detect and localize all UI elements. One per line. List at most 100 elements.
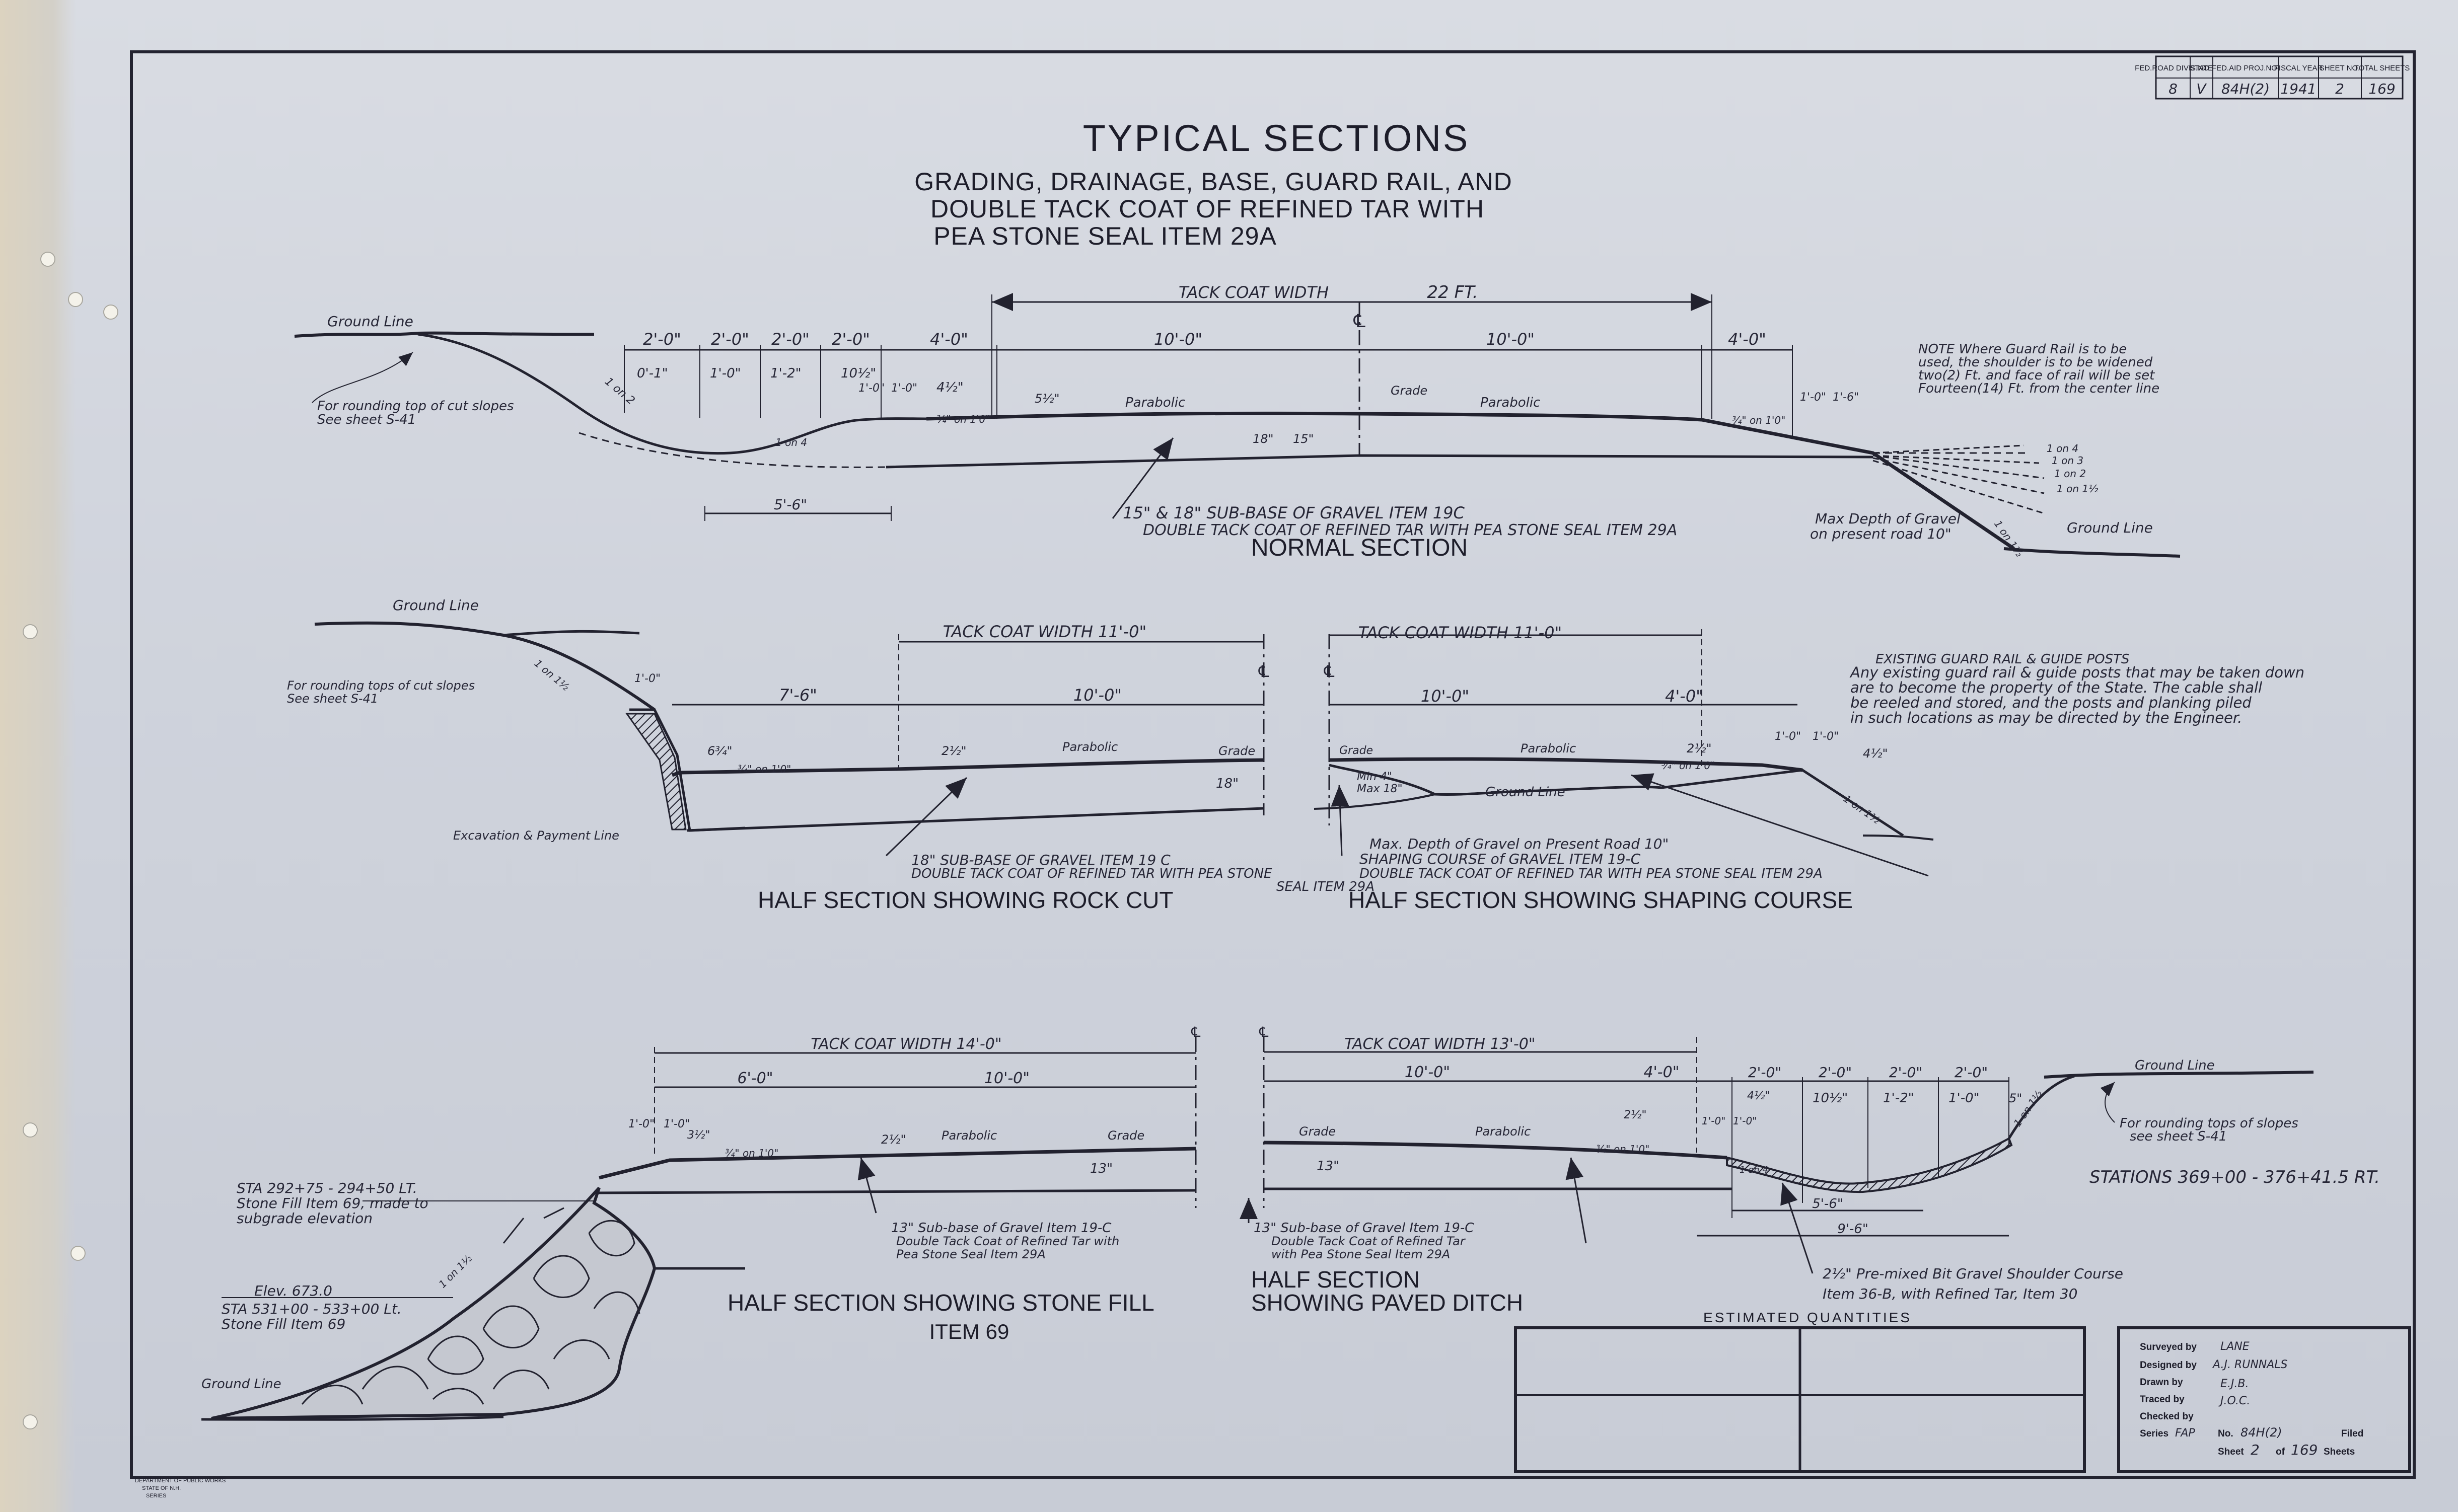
rock-round-2: See sheet S-41 <box>287 692 378 706</box>
shaping-ground: Ground Line <box>1485 785 1565 800</box>
normal-note-3: two(2) Ft. and face of rail will be set <box>1918 368 2155 383</box>
stone-centerline-mark: ℄ <box>1189 1024 1202 1040</box>
ditch-tack-label: TACK COAT WIDTH 13'-0" <box>1344 1035 1535 1053</box>
shaping-dim-1: 10'-0" <box>1421 687 1469 706</box>
shaping-centerline-mark: ℄ <box>1322 662 1337 681</box>
normal-note-1: NOTE Where Guard Rail is to be <box>1918 342 2127 357</box>
normal-slope-2: ¾" on 1'0" <box>1732 414 1785 426</box>
shaping-s2: 4½" <box>1863 746 1888 761</box>
ditch-small-6: 2½" <box>1624 1109 1646 1121</box>
stone-fill-rocks <box>301 1207 640 1405</box>
shaping-note-2: SHAPING COURSE of GRAVEL ITEM 19-C <box>1359 851 1641 867</box>
normal-small-7: 4½" <box>936 380 964 395</box>
tb-sheet: Sheet <box>2218 1447 2244 1457</box>
guard-note-1: Any existing guard rail & guide posts th… <box>1849 664 2304 681</box>
normal-small-3: 1'-2" <box>770 366 802 381</box>
tb-no: No. <box>2218 1428 2233 1439</box>
rock-note-2: DOUBLE TACK COAT OF REFINED TAR WITH PEA… <box>911 866 1272 881</box>
normal-small-2: 1'-0" <box>710 366 741 381</box>
guard-note-3: be reeled and stored, and the posts and … <box>1850 694 2252 711</box>
rock-parabolic: Parabolic <box>1062 740 1118 754</box>
shaping-dim-4: 1'-0" <box>1813 730 1839 743</box>
stone-sta-1b: Stone Fill Item 69, made to <box>237 1195 428 1212</box>
rock-d18: 18" <box>1216 776 1239 791</box>
ditch-round-2: see sheet S-41 <box>2130 1129 2227 1144</box>
normal-depth-15: 15" <box>1293 432 1314 446</box>
header-col-4: FISCAL YEAR <box>2274 64 2323 72</box>
ditch-small-4: 1'-0" <box>1948 1091 1980 1106</box>
ditch-small-5: 5" <box>2009 1091 2022 1105</box>
normal-centerline-mark: ℄ <box>1351 311 1367 332</box>
sheet-header-table: FED.ROAD DIVIS.NO. STATE FED.AID PROJ.NO… <box>2135 55 2410 100</box>
normal-small-10: 1'-6" <box>1833 391 1859 404</box>
stone-dim-4: 1'-0" <box>664 1118 690 1130</box>
stone-s2: 2½" <box>881 1132 906 1147</box>
punch-hole <box>103 305 118 320</box>
normal-parabolic-1: Parabolic <box>1125 395 1185 410</box>
normal-slope-label-3: 1 on 4 <box>2047 442 2078 455</box>
stone-parabolic: Parabolic <box>942 1128 997 1143</box>
tb-of-value: 169 <box>2291 1442 2318 1458</box>
ditch-small-8: 1'-0" <box>1733 1115 1757 1127</box>
normal-small-1: 0'-1" <box>637 366 668 381</box>
rock-note-1: 18" SUB-BASE OF GRAVEL ITEM 19 C <box>911 852 1171 868</box>
stone-note-2: Double Tack Coat of Refined Tar with <box>896 1234 1119 1248</box>
stations-label: STATIONS 369+00 - 376+41.5 RT. <box>2089 1167 2380 1187</box>
punch-hole <box>23 1414 38 1429</box>
stamp-line-3: SERIES <box>146 1493 166 1499</box>
normal-maxdepth-1: Max Depth of Gravel <box>1815 510 1961 527</box>
stamp-line-1: DEPARTMENT OF PUBLIC WORKS <box>135 1478 226 1484</box>
sheet-left-edge <box>0 0 76 1512</box>
stone-section-label-1: HALF SECTION SHOWING STONE FILL <box>728 1290 1154 1316</box>
stone-elev: Elev. 673.0 <box>254 1282 332 1299</box>
normal-dim-6: 10'-0" <box>1154 330 1202 349</box>
ditch-dim-1: 10'-0" <box>1405 1064 1450 1081</box>
shaping-max: Max 18" <box>1357 783 1403 795</box>
normal-dim-3: 2'-0" <box>771 330 810 349</box>
normal-depth-18: 18" <box>1253 432 1274 446</box>
stone-slope: 1 on 1½ <box>437 1252 475 1291</box>
header-val-5: 2 <box>2335 81 2344 97</box>
normal-tack-value: 22 FT. <box>1427 282 1478 303</box>
guard-note-4: in such locations as may be directed by … <box>1850 709 2242 726</box>
normal-round-note-1: For rounding top of cut slopes <box>317 399 514 414</box>
ditch-small-7: 1'-0" <box>1702 1115 1725 1127</box>
ditch-d13: 13" <box>1317 1159 1339 1174</box>
tb-no-value: 84H(2) <box>2240 1425 2282 1440</box>
ditch-small-3: 1'-2" <box>1883 1091 1914 1106</box>
stone-sta-1: STA 292+75 - 294+50 LT. <box>237 1180 417 1196</box>
printer-stamp: DEPARTMENT OF PUBLIC WORKS STATE OF N.H.… <box>135 1478 226 1499</box>
shaping-parabolic: Parabolic <box>1521 741 1576 755</box>
ditch-small-1: 4½" <box>1747 1090 1770 1102</box>
rock-section-label: HALF SECTION SHOWING ROCK CUT <box>758 887 1173 913</box>
shaping-dim-3: 1'-0" <box>1775 730 1801 743</box>
drawing-subtitle-2: DOUBLE TACK COAT OF REFINED TAR WITH <box>930 195 1484 223</box>
rock-dim-2: 10'-0" <box>1073 686 1122 705</box>
stamp-line-2: STATE OF N.H. <box>142 1485 181 1491</box>
stone-dim-3: 1'-0" <box>628 1118 655 1130</box>
normal-ditch-width: 5'-6" <box>774 496 807 513</box>
ditch-section-label-2: SHOWING PAVED DITCH <box>1251 1290 1523 1316</box>
tb-checked: Checked by <box>2140 1411 2194 1422</box>
shaping-section-label: HALF SECTION SHOWING SHAPING COURSE <box>1348 887 1853 913</box>
ditch-slope-2: 1 on 4 <box>1740 1165 1768 1175</box>
header-val-1: 8 <box>2168 81 2178 97</box>
normal-small-9: 1'-0" <box>1800 391 1826 404</box>
ditch-grade: Grade <box>1299 1124 1336 1139</box>
normal-dim-2: 2'-0" <box>711 330 749 349</box>
rock-s2: 2½" <box>942 744 967 758</box>
stone-d13: 13" <box>1090 1161 1113 1176</box>
rock-s1: 6¾" <box>707 744 733 758</box>
ditch-dim-3: 2'-0" <box>1748 1064 1781 1081</box>
tb-traced: Traced by <box>2140 1394 2185 1405</box>
ditch-dim-5: 2'-0" <box>1889 1064 1922 1081</box>
ditch-section-label-1: HALF SECTION <box>1251 1266 1420 1293</box>
normal-parabolic-2: Parabolic <box>1480 395 1540 410</box>
header-col-3: FED.AID PROJ.NO. <box>2212 64 2279 72</box>
shaping-grade: Grade <box>1339 744 1373 757</box>
ditch-note-2: Double Tack Coat of Refined Tar <box>1271 1234 1466 1248</box>
rock-tack-label: TACK COAT WIDTH 11'-0" <box>943 622 1146 641</box>
normal-dim-4: 2'-0" <box>832 330 870 349</box>
normal-round-note-2: See sheet S-41 <box>317 412 416 427</box>
